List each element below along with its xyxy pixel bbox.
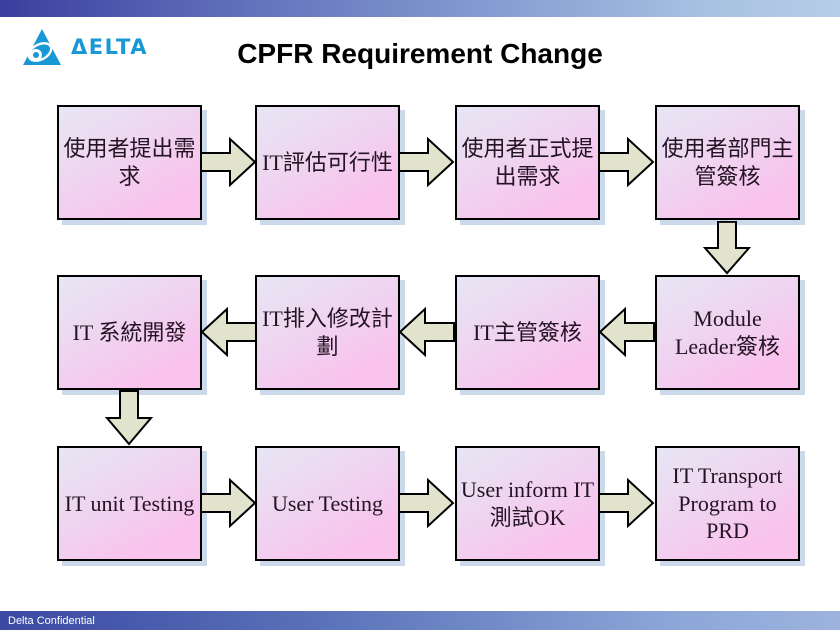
flow-box-it-manager-approval: IT主管簽核 <box>455 275 600 390</box>
footer-text: Delta Confidential <box>8 614 95 627</box>
arrow-right-icon <box>398 478 455 528</box>
arrow-left-icon <box>200 307 257 357</box>
arrow-down-icon <box>104 390 154 446</box>
arrow-right-icon <box>398 137 455 187</box>
top-accent-bar <box>0 0 840 17</box>
delta-triangle-icon <box>23 29 61 65</box>
arrow-down-icon <box>702 221 752 275</box>
arrow-right-icon <box>200 478 257 528</box>
flow-box-it-unit-testing: IT unit Testing <box>57 446 202 561</box>
flow-box-user-testing: User Testing <box>255 446 400 561</box>
flow-box-user-inform-it-test-ok: User inform IT 測試OK <box>455 446 600 561</box>
arrow-left-icon <box>598 307 655 357</box>
arrow-right-icon <box>200 137 257 187</box>
flow-box-user-formal-request: 使用者正式提 出需求 <box>455 105 600 220</box>
arrow-left-icon <box>398 307 455 357</box>
delta-logo-text: ΔELTA <box>71 35 148 59</box>
arrow-right-icon <box>598 137 655 187</box>
delta-logo: ΔELTA <box>22 27 148 67</box>
arrow-right-icon <box>598 478 655 528</box>
flow-box-it-modification-plan: IT排入修改計 劃 <box>255 275 400 390</box>
flow-box-it-transport-program-to-prd: IT Transport Program to PRD <box>655 446 800 561</box>
page-title: CPFR Requirement Change <box>237 38 603 69</box>
flow-box-user-submits-request: 使用者提出需 求 <box>57 105 202 220</box>
flow-box-it-system-development: IT 系統開發 <box>57 275 202 390</box>
footer-bar: Delta Confidential <box>0 611 840 630</box>
flow-box-module-leader-approval: Module Leader簽核 <box>655 275 800 390</box>
flow-box-user-dept-manager-approval: 使用者部門主 管簽核 <box>655 105 800 220</box>
flow-box-it-feasibility-evaluation: IT評估可行性 <box>255 105 400 220</box>
